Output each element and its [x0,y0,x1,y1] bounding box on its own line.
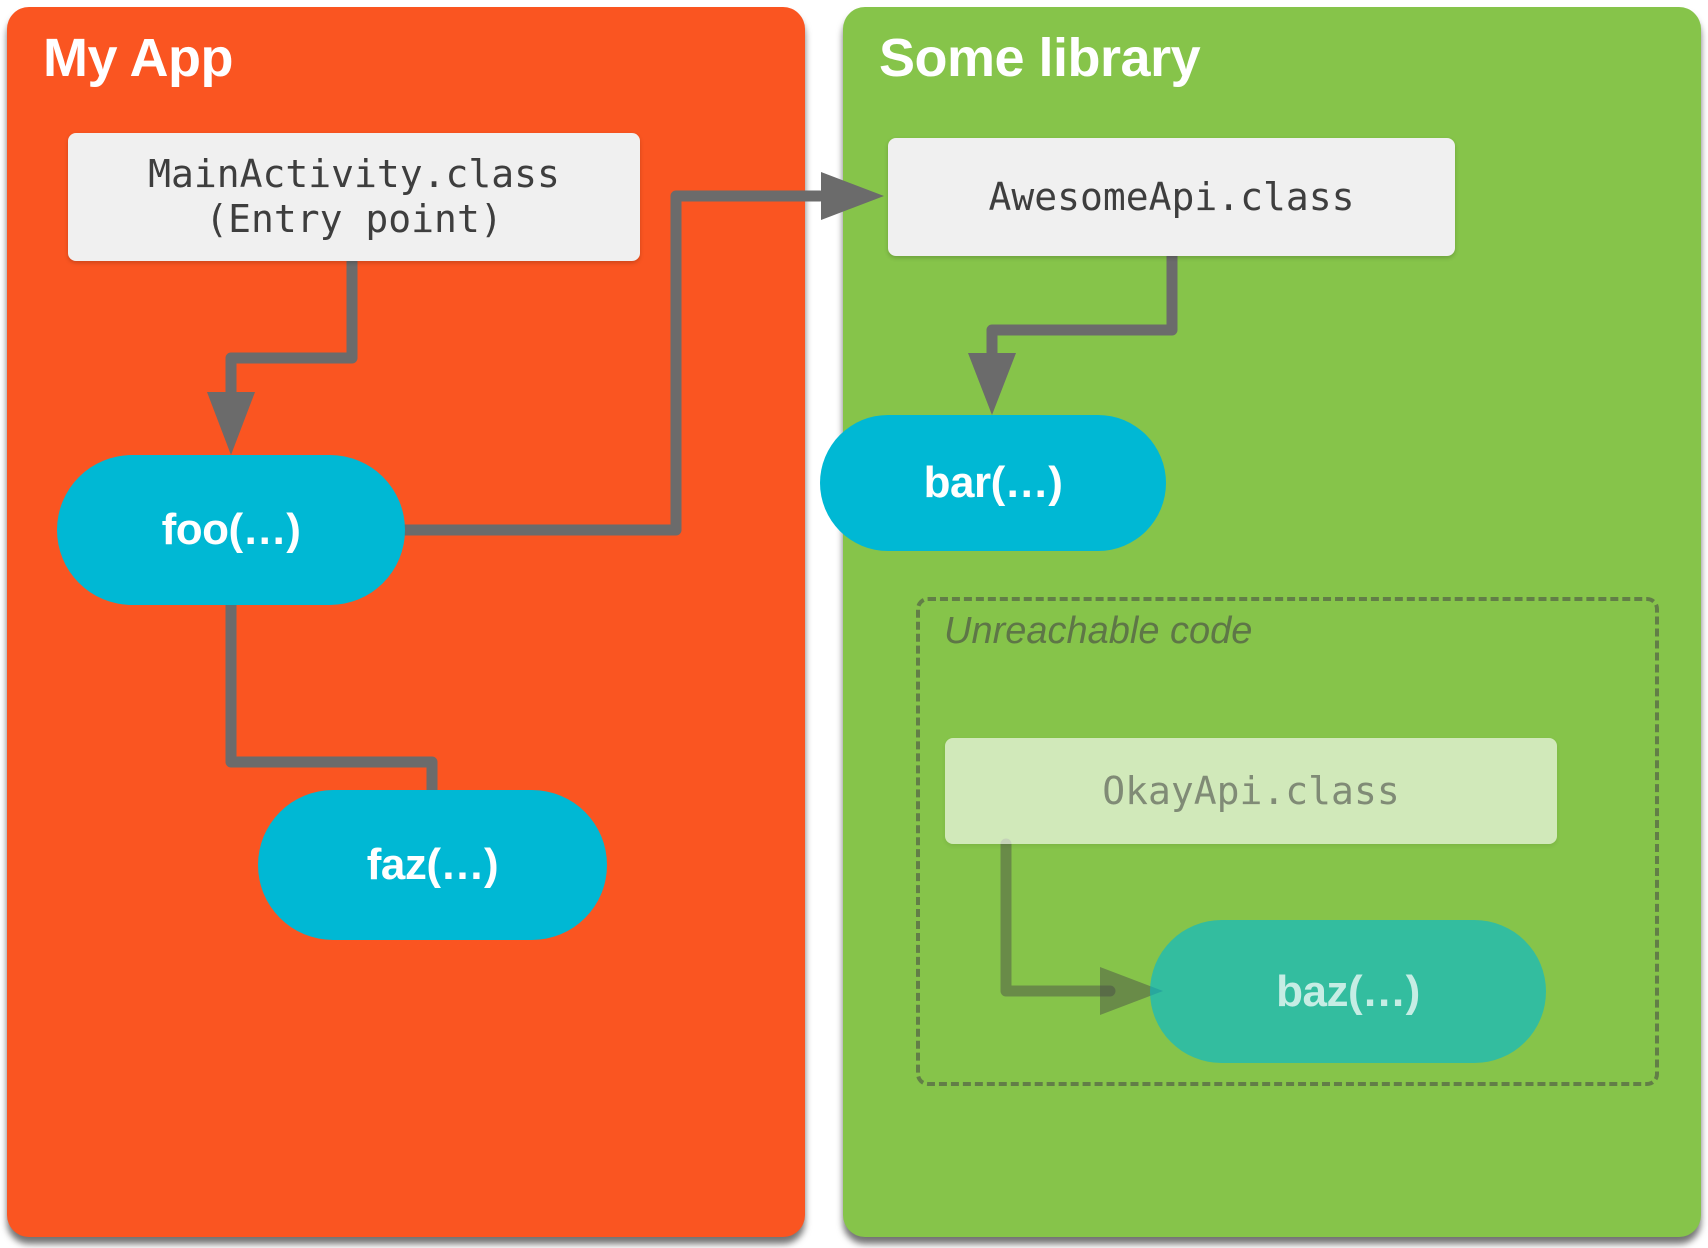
method-pill-faz[interactable]: faz(…) [258,790,607,940]
app-panel-title: My App [43,28,233,88]
unreachable-code-group [916,597,1659,1086]
library-panel-title: Some library [879,28,1201,88]
unreachable-code-label: Unreachable code [944,610,1253,652]
class-box-awesomeapi[interactable]: AwesomeApi.class [888,138,1455,256]
class-box-mainactivity-line2: (Entry point) [205,197,503,241]
method-pill-foo[interactable]: foo(…) [57,455,405,605]
class-box-mainactivity[interactable]: MainActivity.class (Entry point) [68,133,640,261]
class-box-mainactivity-line1: MainActivity.class [148,152,560,197]
method-pill-baz[interactable]: baz(…) [1150,920,1546,1063]
class-box-okayapi[interactable]: OkayApi.class [945,738,1557,844]
method-pill-bar[interactable]: bar(…) [820,415,1166,551]
